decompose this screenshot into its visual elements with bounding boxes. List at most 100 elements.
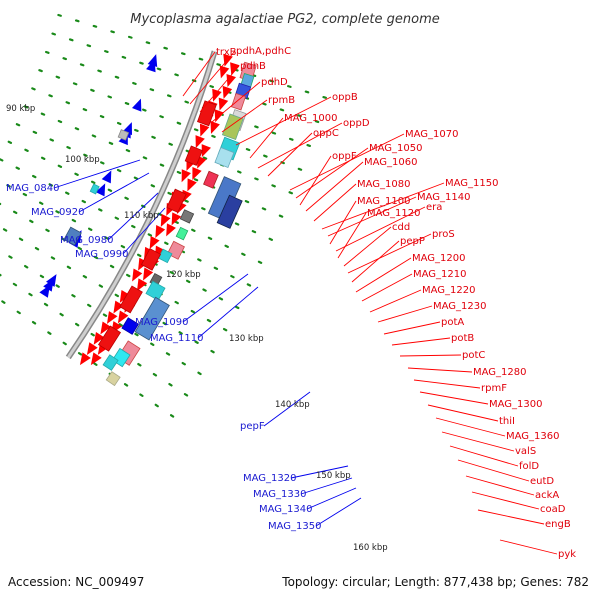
forward-gene-arrow bbox=[90, 352, 102, 366]
tick-ray bbox=[57, 13, 332, 101]
leader-line bbox=[300, 477, 353, 495]
forward-gene-arrow bbox=[199, 123, 210, 137]
kbp-label: 90 kbp bbox=[6, 104, 35, 114]
leader-line bbox=[343, 226, 392, 267]
forward-gene-label: oppB bbox=[332, 92, 358, 103]
leader-line bbox=[377, 305, 433, 323]
forward-gene-arrow bbox=[182, 189, 192, 203]
forward-gene-block bbox=[97, 325, 122, 352]
forward-gene-arrow bbox=[86, 342, 98, 356]
leader-line bbox=[407, 367, 473, 373]
forward-gene-label: oppC bbox=[313, 128, 339, 139]
forward-gene-label: ackA bbox=[535, 490, 559, 501]
reverse-gene-arrow bbox=[146, 59, 156, 73]
leader-line bbox=[449, 445, 519, 467]
leader-line bbox=[351, 240, 400, 283]
forward-gene-label: MAG_1060 bbox=[364, 157, 418, 168]
forward-gene-label: MAG_1080 bbox=[357, 179, 411, 190]
reverse-gene-label: MAG_1110 bbox=[150, 333, 204, 344]
reverse-gene-arrow bbox=[101, 170, 112, 184]
forward-gene-arrow bbox=[192, 167, 202, 181]
forward-gene-label: pdhB bbox=[240, 61, 266, 72]
leader-line bbox=[369, 289, 422, 313]
gene-block bbox=[157, 248, 173, 264]
forward-gene-label: MAG_1100 bbox=[357, 196, 411, 207]
forward-gene-label: engB bbox=[545, 519, 571, 530]
forward-gene-arrow bbox=[210, 120, 220, 134]
forward-gene-label: cdd bbox=[392, 222, 410, 233]
gene-block bbox=[134, 296, 170, 341]
forward-gene-arrow bbox=[117, 310, 129, 324]
accession-label: Accession: NC_009497 bbox=[8, 575, 144, 589]
gene-block bbox=[121, 317, 139, 335]
forward-gene-block bbox=[166, 188, 187, 213]
leader-line bbox=[197, 286, 259, 339]
forward-gene-label: era bbox=[426, 202, 442, 213]
leader-line bbox=[413, 379, 481, 389]
leader-line bbox=[78, 172, 150, 213]
gene-block bbox=[216, 194, 243, 229]
forward-gene-label: MAG_1230 bbox=[433, 301, 487, 312]
forward-gene-label: MAG_1120 bbox=[367, 208, 421, 219]
reverse-gene-arrow bbox=[132, 98, 142, 112]
forward-gene-arrow bbox=[212, 88, 222, 102]
reverse-gene-label: MAG_1350 bbox=[268, 521, 322, 532]
leader-line bbox=[313, 183, 357, 222]
leader-line bbox=[465, 475, 535, 496]
forward-gene-arrow bbox=[79, 352, 91, 366]
forward-gene-arrow bbox=[100, 321, 112, 335]
leader-line bbox=[335, 206, 426, 252]
leader-line bbox=[327, 196, 417, 237]
forward-gene-arrow bbox=[166, 223, 176, 237]
leader-line bbox=[235, 96, 332, 146]
leader-line bbox=[441, 431, 515, 452]
forward-gene-arrow bbox=[222, 85, 233, 99]
leader-line bbox=[315, 497, 362, 527]
leader-line bbox=[289, 133, 405, 191]
leader-line bbox=[427, 404, 499, 422]
forward-gene-label: MAG_1200 bbox=[412, 253, 466, 264]
forward-gene-arrow bbox=[143, 267, 154, 281]
tick-ray bbox=[31, 87, 298, 197]
forward-gene-label: MAG_1000 bbox=[284, 113, 338, 124]
reverse-gene-label: MAG_1320 bbox=[243, 473, 297, 484]
leader-line bbox=[499, 539, 558, 555]
gene-block bbox=[203, 170, 219, 189]
forward-gene-label: proS bbox=[432, 229, 455, 240]
forward-gene-label: potC bbox=[462, 350, 485, 361]
gene-block bbox=[214, 146, 235, 169]
forward-gene-label: MAG_1360 bbox=[506, 431, 560, 442]
leader-line bbox=[182, 51, 216, 97]
forward-gene-arrow bbox=[93, 331, 105, 345]
forward-gene-block bbox=[140, 248, 162, 271]
forward-gene-label: rpmF bbox=[481, 383, 507, 394]
forward-gene-label: eutD bbox=[530, 476, 554, 487]
leader-line bbox=[122, 207, 166, 255]
forward-gene-block bbox=[184, 145, 203, 166]
leader-line bbox=[53, 159, 141, 189]
leader-line bbox=[221, 99, 268, 133]
kbp-label: 150 kbp bbox=[316, 471, 351, 481]
reverse-gene-label: MAG_1340 bbox=[259, 504, 313, 515]
leader-line bbox=[321, 182, 445, 230]
leader-line bbox=[263, 391, 311, 427]
forward-gene-label: pdhA,pdhC bbox=[236, 46, 291, 57]
forward-gene-arrow bbox=[171, 212, 182, 226]
forward-gene-label: coaD bbox=[540, 504, 566, 515]
forward-gene-arrow bbox=[155, 224, 166, 238]
forward-gene-label: thiI bbox=[499, 416, 515, 427]
leader-line bbox=[257, 122, 343, 169]
gene-block bbox=[102, 354, 119, 371]
leader-line bbox=[290, 465, 349, 479]
leader-line bbox=[249, 117, 284, 159]
forward-gene-label: pdhD bbox=[261, 77, 288, 88]
gene-block bbox=[179, 209, 195, 224]
leader-line bbox=[329, 200, 357, 245]
forward-gene-arrow bbox=[187, 178, 197, 192]
forward-gene-label: pyk bbox=[558, 549, 576, 560]
forward-gene-label: MAG_1050 bbox=[369, 143, 423, 154]
reverse-gene-arrow bbox=[43, 278, 54, 292]
forward-gene-arrow bbox=[106, 311, 118, 324]
reverse-gene-label: MAG_1330 bbox=[253, 489, 307, 500]
